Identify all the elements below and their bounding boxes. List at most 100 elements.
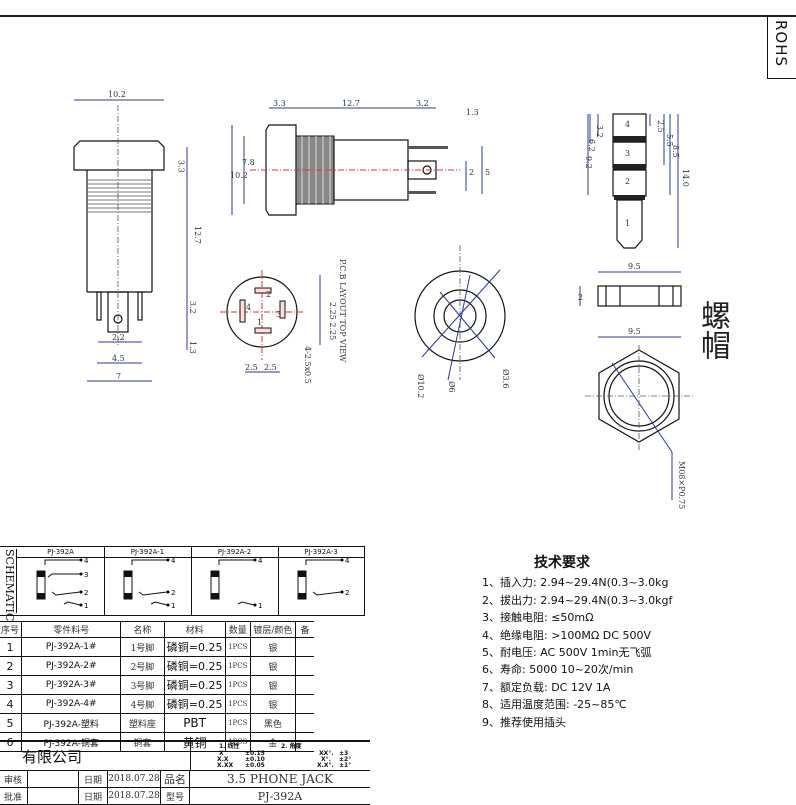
bom-cell: 磷铜=0.25 bbox=[163, 694, 226, 714]
svg-text:9.2: 9.2 bbox=[584, 156, 593, 169]
svg-text:4: 4 bbox=[171, 557, 176, 565]
date-value: 2018.07.28 bbox=[107, 770, 161, 788]
schematic-model-0: PJ-392A bbox=[17, 547, 105, 615]
date-value: 2018.07.28 bbox=[107, 787, 161, 805]
bom-cell: 4 bbox=[0, 694, 23, 714]
svg-text:3.3: 3.3 bbox=[273, 99, 286, 108]
bom-header: 材料 bbox=[163, 621, 226, 638]
svg-text:4.5: 4.5 bbox=[112, 354, 125, 363]
bom-cell: 3号脚 bbox=[120, 675, 165, 695]
schematic-model-2: PJ-392A-2 bbox=[191, 547, 279, 615]
svg-text:2.2: 2.2 bbox=[112, 333, 125, 342]
svg-text:3: 3 bbox=[84, 571, 88, 579]
table-row: 4 PJ-392A-4# 4号脚 磷铜=0.25 1PCS 银 bbox=[0, 694, 314, 714]
bom-cell: 磷铜=0.25 bbox=[163, 637, 226, 657]
svg-text:7: 7 bbox=[116, 372, 121, 381]
svg-text:1: 1 bbox=[84, 602, 88, 610]
svg-text:6.2: 6.2 bbox=[587, 139, 596, 152]
model-name: PJ-392A-1 bbox=[104, 547, 191, 558]
svg-text:10.2: 10.2 bbox=[108, 90, 126, 99]
svg-text:5: 5 bbox=[485, 168, 490, 177]
bom-cell: PJ-392A-3# bbox=[21, 675, 122, 695]
bom-cell: 金 bbox=[249, 732, 296, 752]
rohs-box: ROHS bbox=[767, 16, 796, 79]
bom-header-row: 序号 零件料号 名称 材料 数量 镀层/颜色 备 bbox=[0, 621, 314, 638]
svg-text:P.C.B LAYOUT TOP VIEW: P.C.B LAYOUT TOP VIEW bbox=[338, 259, 347, 363]
tech-title: 技术要求 bbox=[534, 555, 590, 571]
tol-label: X.X bbox=[217, 756, 229, 763]
tol-label: X bbox=[219, 750, 224, 757]
bom-cell: 3 bbox=[0, 675, 23, 695]
svg-text:2.5: 2.5 bbox=[245, 363, 258, 372]
svg-text:8.5: 8.5 bbox=[671, 145, 680, 158]
title-block: 有限公司 1. 线性 X ±0.15 X.X ±0.10 X.XX ±0.05 … bbox=[0, 740, 370, 805]
svg-text:M08×P0.75: M08×P0.75 bbox=[677, 461, 686, 509]
svg-text:3: 3 bbox=[276, 310, 281, 319]
svg-text:2.25 2.25: 2.25 2.25 bbox=[328, 302, 337, 340]
bom-cell: 5 bbox=[0, 713, 23, 733]
bom-cell: PJ-392A-2# bbox=[21, 656, 122, 676]
bom-header: 备 bbox=[294, 621, 314, 638]
tol1-title: 1. 线性 bbox=[219, 743, 240, 750]
bom-cell bbox=[294, 694, 314, 714]
table-row: 审核 日期 2018.07.28 品名 3.5 PHONE JACK bbox=[0, 770, 370, 788]
bom-cell: PJ-392A-1# bbox=[21, 637, 122, 657]
bom-cell: 1 bbox=[0, 637, 23, 657]
bom-cell: PJ-392A-4# bbox=[21, 694, 122, 714]
svg-text:2: 2 bbox=[625, 177, 630, 186]
svg-text:3: 3 bbox=[625, 149, 630, 158]
tech-item: 7、额定负载: DC 12V 1A bbox=[482, 680, 611, 694]
schematic-model-3: PJ-392A-3 bbox=[278, 547, 364, 615]
rohs-label: ROHS bbox=[772, 20, 790, 68]
approval-table: 审核 日期 2018.07.28 品名 3.5 PHONE JACK 批准 日期… bbox=[0, 770, 370, 805]
tol-value: ±1° bbox=[339, 762, 352, 769]
bom-cell: 磷铜=0.25 bbox=[163, 675, 226, 695]
svg-text:3.2: 3.2 bbox=[595, 125, 604, 138]
bom-cell: PBT bbox=[163, 713, 226, 733]
table-row: 3 PJ-392A-3# 3号脚 磷铜=0.25 1PCS 银 bbox=[0, 675, 314, 695]
svg-text:Ø3.6: Ø3.6 bbox=[501, 369, 510, 388]
bom-cell bbox=[294, 675, 314, 695]
bom-cell bbox=[294, 656, 314, 676]
tech-item: 5、耐电压: AC 500V 1min无飞弧 bbox=[482, 646, 652, 660]
tech-item: 6、寿命: 5000 10~20次/min bbox=[482, 663, 634, 677]
nut-label: 螺帽 bbox=[695, 300, 730, 360]
svg-text:4: 4 bbox=[345, 557, 350, 565]
tol2-title: 2. 角度 bbox=[281, 743, 302, 750]
model-number: PJ-392A bbox=[189, 787, 370, 805]
table-row: 2 PJ-392A-2# 2号脚 磷铜=0.25 1PCS 银 bbox=[0, 656, 314, 676]
svg-text:2.5: 2.5 bbox=[264, 363, 277, 372]
bom-cell: 1PCS bbox=[224, 694, 251, 714]
tech-item: 3、接触电阻: ≤50mΩ bbox=[482, 611, 594, 625]
bom-cell: 磷铜=0.25 bbox=[163, 656, 226, 676]
bom-cell: 银 bbox=[249, 656, 296, 676]
tol-label: XX°. bbox=[319, 750, 334, 757]
svg-text:2.5: 2.5 bbox=[656, 120, 665, 133]
bom-cell: 1PCS bbox=[224, 637, 251, 657]
bom-table: 序号 零件料号 名称 材料 数量 镀层/颜色 备 1 PJ-392A-1# 1号… bbox=[0, 621, 314, 752]
bom-header: 镀层/颜色 bbox=[249, 621, 296, 638]
bom-cell bbox=[294, 732, 314, 752]
review-label: 审核 bbox=[0, 770, 28, 788]
svg-text:1.3: 1.3 bbox=[466, 108, 479, 117]
model-label: 型号 bbox=[160, 787, 190, 805]
tech-item: 2、拔出力: 2.94~29.4N(0.3~3.0kgf bbox=[482, 593, 673, 607]
tol-value: ±3 bbox=[339, 750, 349, 757]
svg-text:12.7: 12.7 bbox=[342, 99, 360, 108]
svg-text:Ø10.2: Ø10.2 bbox=[416, 374, 425, 398]
tol-value: ±0.05 bbox=[245, 762, 265, 769]
product-name: 3.5 PHONE JACK bbox=[189, 770, 370, 788]
svg-text:2: 2 bbox=[469, 168, 474, 177]
svg-text:2: 2 bbox=[266, 290, 271, 299]
schematic-model-1: PJ-392A-1 bbox=[104, 547, 192, 615]
svg-text:4: 4 bbox=[84, 557, 89, 565]
bom-cell: 1PCS bbox=[224, 656, 251, 676]
tol-value: ±0.15 bbox=[245, 750, 265, 757]
svg-text:Ø6: Ø6 bbox=[447, 381, 456, 393]
bom-header: 零件料号 bbox=[21, 621, 122, 638]
svg-text:10.2: 10.2 bbox=[230, 171, 248, 180]
table-row: 5 PJ-392A-塑料 塑料座 PBT 1PCS 黑色 bbox=[0, 713, 314, 733]
schematic-side-label: SCHEMATIC bbox=[3, 549, 17, 622]
bom-cell: 银 bbox=[249, 694, 296, 714]
